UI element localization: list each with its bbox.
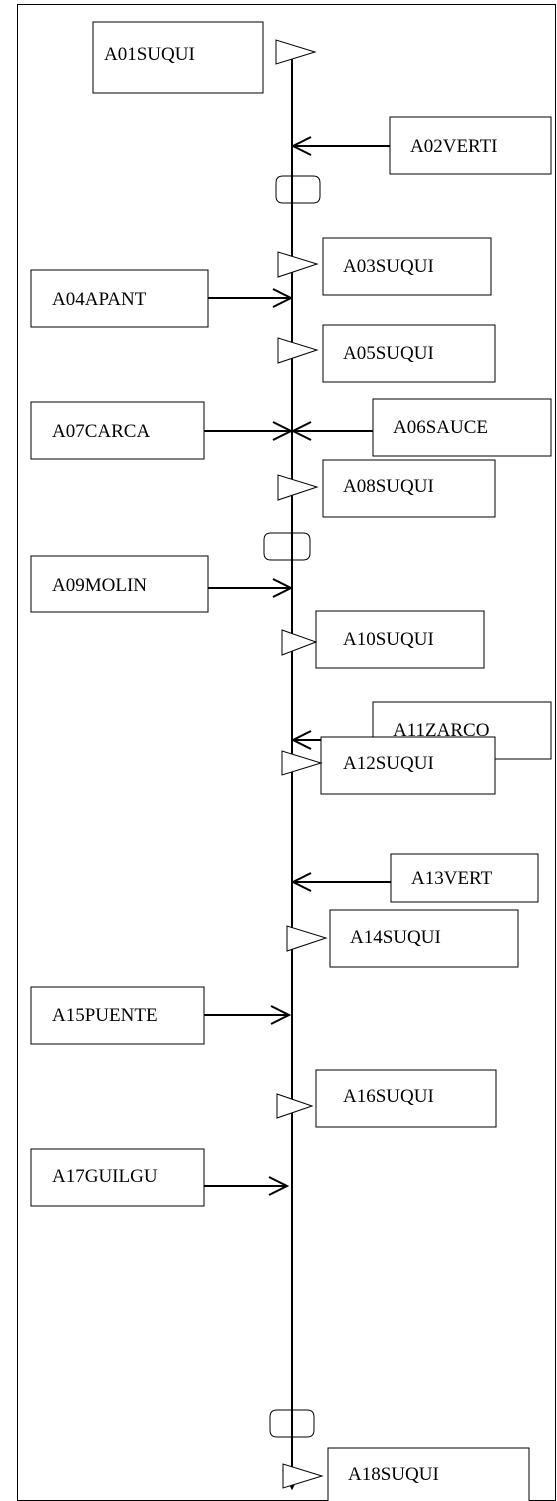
inflow-station[interactable]: A15PUENTE — [30, 986, 292, 1045]
inflow-station[interactable]: A06SAUCE — [290, 398, 552, 457]
inflow-station[interactable]: A13VERT — [290, 853, 539, 903]
gauge-station[interactable]: A01SUQUI — [92, 21, 317, 94]
arrow-head-icon — [270, 1005, 292, 1025]
station-label: A02VERTI — [410, 136, 498, 157]
station-label: A05SUQUI — [343, 343, 434, 364]
gauge-triangle-icon — [277, 337, 319, 364]
arrow-head-icon — [290, 136, 312, 156]
inflow-station[interactable]: A09MOLIN — [30, 555, 294, 613]
gauge-triangle-icon — [275, 39, 317, 65]
station-box — [30, 269, 209, 328]
station-box — [315, 610, 485, 669]
gauge-triangle-icon — [277, 251, 319, 278]
structure-marker — [275, 175, 321, 204]
station-box — [390, 853, 539, 903]
inflow-station[interactable]: A02VERTI — [290, 116, 552, 175]
arrow-head-icon — [272, 578, 294, 598]
station-label: A04APANT — [52, 289, 147, 310]
arrow-head-icon — [290, 421, 312, 441]
structure-marker — [269, 1409, 315, 1438]
station-box — [329, 909, 519, 968]
inflow-station[interactable]: A04APANT — [30, 269, 294, 328]
station-box — [92, 21, 264, 94]
gauge-station[interactable]: A16SUQUI — [276, 1069, 497, 1128]
station-box — [30, 986, 205, 1045]
structure-marker — [263, 532, 311, 561]
station-label: A18SUQUI — [348, 1464, 439, 1485]
gauge-triangle-icon — [281, 629, 318, 656]
station-box — [322, 324, 496, 383]
station-box — [30, 555, 209, 613]
station-box — [322, 237, 492, 296]
gauge-triangle-icon — [276, 1093, 314, 1119]
station-label: A14SUQUI — [350, 927, 441, 948]
station-box — [372, 398, 552, 457]
station-label: A16SUQUI — [343, 1086, 434, 1107]
station-box — [30, 401, 205, 460]
gauge-triangle-icon — [286, 925, 328, 952]
station-label: A03SUQUI — [343, 256, 434, 277]
gauge-station[interactable]: A03SUQUI — [277, 237, 492, 296]
station-label: A10SUQUI — [343, 629, 434, 650]
station-box — [322, 459, 496, 518]
gauge-station[interactable]: A05SUQUI — [277, 324, 496, 383]
inflow-station[interactable]: A07CARCA — [30, 401, 294, 460]
station-label: A11ZARCO — [393, 720, 489, 741]
gauge-station[interactable]: A12SUQUI — [281, 736, 496, 795]
station-box — [30, 1148, 205, 1207]
gauge-station[interactable]: A10SUQUI — [281, 610, 485, 669]
station-label: A07CARCA — [52, 421, 150, 442]
station-label: A09MOLIN — [52, 575, 147, 596]
station-label: A13VERT — [411, 868, 493, 889]
station-label: A17GUILGU — [52, 1166, 158, 1187]
station-box — [327, 1447, 530, 1501]
arrow-head-icon — [290, 872, 312, 892]
station-box — [320, 736, 496, 795]
inflow-station[interactable]: A17GUILGU — [30, 1148, 290, 1207]
station-label: A01SUQUI — [104, 44, 195, 65]
gauge-triangle-icon — [277, 474, 319, 501]
arrow-head-icon — [290, 730, 312, 750]
arrow-head-icon — [272, 288, 294, 308]
gauge-station[interactable]: A18SUQUI — [282, 1447, 530, 1501]
station-label: A12SUQUI — [343, 753, 434, 774]
station-label: A06SAUCE — [393, 417, 488, 438]
station-box — [315, 1069, 497, 1128]
gauge-station[interactable]: A14SUQUI — [286, 909, 519, 968]
station-box — [389, 116, 552, 175]
arrow-head-icon — [268, 1176, 290, 1196]
gauge-triangle-icon — [282, 1463, 324, 1489]
gauge-station[interactable]: A08SUQUI — [277, 459, 496, 518]
gauge-triangle-icon — [281, 750, 323, 776]
station-label: A08SUQUI — [343, 476, 434, 497]
station-label: A15PUENTE — [52, 1005, 158, 1026]
